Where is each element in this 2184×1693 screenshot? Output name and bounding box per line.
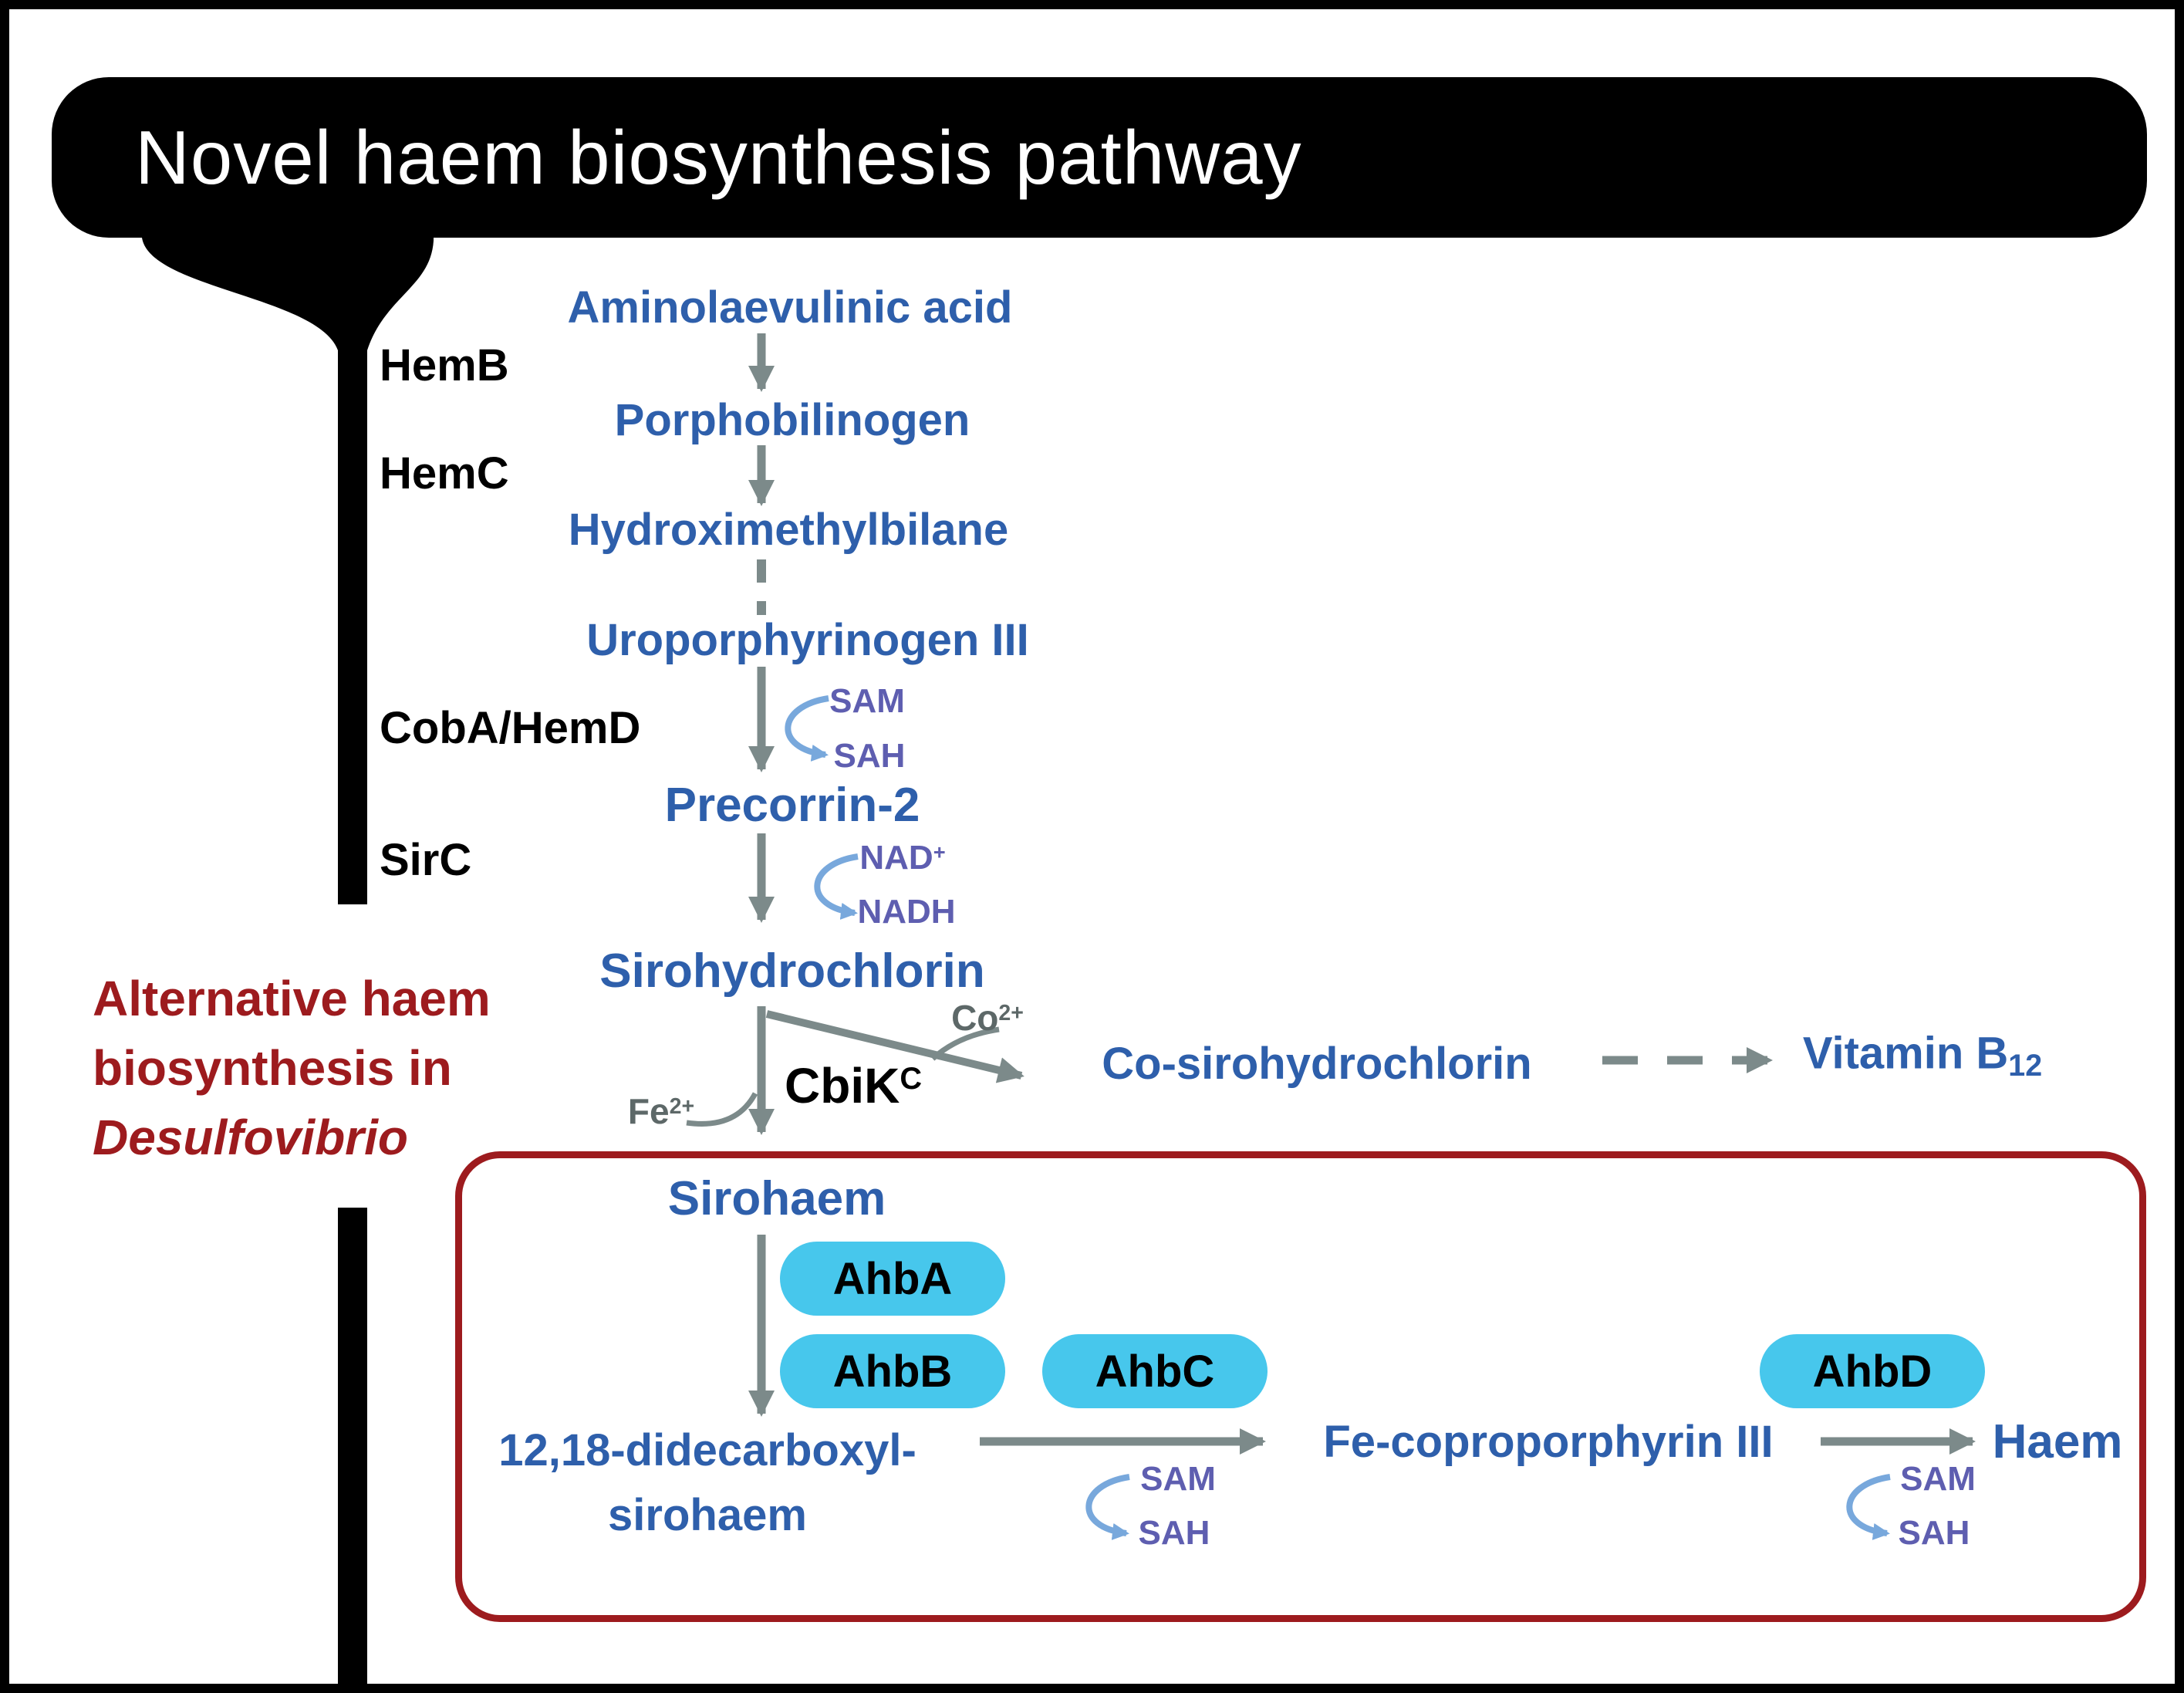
bracket-funnel: [142, 222, 434, 904]
vitamin-b12-sub: 12: [2008, 1049, 2043, 1083]
enzyme-pill-ahbb: AhbB: [780, 1334, 1005, 1408]
ion-co2-base: Co: [951, 998, 999, 1038]
cofactor-sam-3: SAM: [1900, 1460, 1976, 1498]
ion-co2: Co2+: [951, 1000, 1024, 1036]
metabolite-fe-coproporphyrin-iii: Fe-coproporphyrin III: [1323, 1417, 1774, 1467]
pathway-arrows: [142, 222, 1976, 1684]
cofactor-sam-2: SAM: [1140, 1460, 1216, 1498]
arrow-branch-to-cosirohydrochlorin: [765, 1010, 1024, 1083]
enzyme-pill-ahbd: AhbD: [1760, 1334, 1985, 1408]
sam-sah-curve-3: [1846, 1474, 1891, 1540]
cofactor-nad-sup: +: [933, 840, 946, 864]
enzyme-pill-ahba: AhbA: [780, 1242, 1005, 1316]
cofactor-sam-1: SAM: [829, 682, 905, 720]
fe-ion-curve: [686, 1092, 758, 1127]
metabolite-didecarboxyl-line1: 12,18-didecarboxyl-: [498, 1425, 916, 1475]
cofactor-sah-2: SAH: [1138, 1514, 1210, 1552]
annotation-line2: biosynthesis in: [93, 1040, 452, 1096]
cofactor-nad-base: NAD: [859, 839, 933, 877]
metabolite-aminolaevulinic-acid: Aminolaevulinic acid: [567, 282, 1013, 333]
metabolite-porphobilinogen: Porphobilinogen: [614, 395, 970, 445]
metabolite-uroporphyrinogen-iii: Uroporphyrinogen III: [586, 615, 1029, 665]
metabolite-precorrin-2: Precorrin-2: [664, 779, 920, 832]
metabolite-sirohydrochlorin: Sirohydrochlorin: [599, 944, 985, 998]
vitamin-b12-base: Vitamin B: [1802, 1028, 2009, 1079]
enzyme-sirc: SirC: [380, 835, 472, 885]
cofactor-nad: NAD+: [859, 841, 945, 875]
sam-sah-curve-1: [785, 695, 829, 762]
enzyme-hemc: HemC: [380, 448, 509, 498]
alternative-pathway-box: [455, 1151, 2146, 1622]
metabolite-hydroximethylbilane: Hydroximethylbilane: [568, 505, 1009, 555]
ion-fe2-sup: 2+: [669, 1094, 695, 1120]
cofactor-nadh: NADH: [857, 893, 956, 931]
metabolite-sirohaem: Sirohaem: [667, 1172, 886, 1225]
sam-sah-curve-2: [1085, 1474, 1130, 1540]
metabolite-didecarboxyl-line2: sirohaem: [608, 1490, 807, 1540]
enzyme-cbik-sup: C: [900, 1062, 922, 1097]
enzyme-pill-ahbc: AhbC: [1042, 1334, 1268, 1408]
metabolite-vitamin-b12: Vitamin B12: [1803, 1031, 2042, 1081]
metabolite-haem: Haem: [1992, 1415, 2123, 1468]
co-ion-curve: [930, 1026, 1000, 1061]
ion-fe2: Fe2+: [628, 1093, 694, 1129]
annotation-desulfovibrio: Desulfovibrio: [93, 1110, 408, 1165]
ion-fe2-base: Fe: [627, 1091, 670, 1131]
page-title: Novel haem biosynthesis pathway: [135, 114, 1302, 200]
enzyme-cbik-base: CbiK: [785, 1058, 900, 1113]
bracket-bar-lower: [338, 1208, 367, 1684]
enzyme-coba-hemd: CobA/HemD: [380, 703, 641, 753]
enzyme-cbik: CbiKC: [785, 1061, 922, 1110]
cofactor-sah-3: SAH: [1898, 1514, 1970, 1552]
nad-nadh-curve: [814, 853, 859, 920]
title-banner: Novel haem biosynthesis pathway: [52, 77, 2147, 238]
ion-co2-sup: 2+: [998, 1001, 1024, 1026]
metabolite-co-sirohydrochlorin: Co-sirohydrochlorin: [1102, 1039, 1532, 1089]
cofactor-sah-1: SAH: [833, 737, 906, 775]
enzyme-hemb: HemB: [380, 340, 509, 390]
annotation-line1: Alternative haem: [93, 971, 491, 1026]
